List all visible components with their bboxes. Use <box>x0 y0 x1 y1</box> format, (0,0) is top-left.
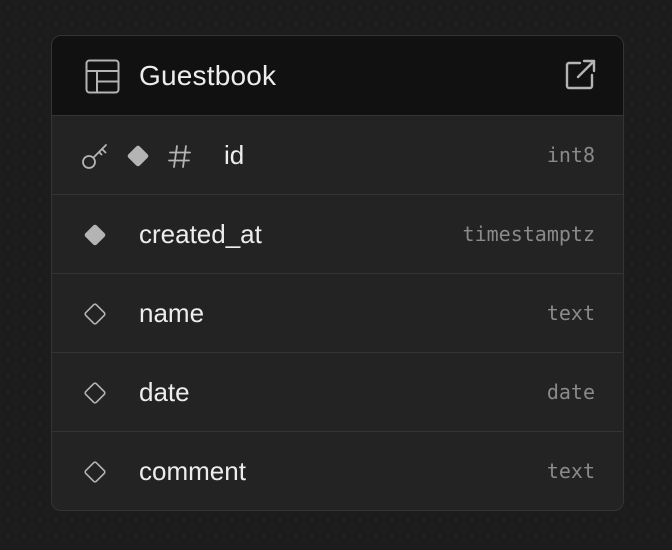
nullable-diamond-icon <box>84 382 106 404</box>
column-row-comment[interactable]: comment text <box>52 432 623 510</box>
table-header: Guestbook <box>52 36 623 116</box>
column-name: created_at <box>139 219 262 249</box>
column-name: comment <box>139 456 246 486</box>
column-type: timestamptz <box>462 222 595 246</box>
primary-key-icon <box>82 144 107 169</box>
column-name: date <box>139 377 190 407</box>
nullable-diamond-icon <box>84 303 106 325</box>
column-type: int8 <box>546 143 595 167</box>
non-nullable-diamond-icon <box>84 224 106 246</box>
column-type: date <box>546 380 595 404</box>
column-type: text <box>546 301 595 325</box>
column-row-id[interactable]: id int8 <box>52 116 623 195</box>
table-icon <box>85 59 120 94</box>
column-row-created-at[interactable]: created_at timestamptz <box>52 195 623 274</box>
nullable-diamond-icon <box>84 461 106 483</box>
non-nullable-diamond-icon <box>127 145 149 167</box>
column-row-name[interactable]: name text <box>52 274 623 353</box>
table-title: Guestbook <box>139 60 277 91</box>
identity-hash-icon <box>168 145 191 168</box>
table-node-card[interactable]: Guestbook id int8 created_a <box>51 35 624 511</box>
column-name: id <box>224 140 245 170</box>
column-row-date[interactable]: date date <box>52 353 623 432</box>
column-type: text <box>546 459 595 483</box>
column-name: name <box>139 298 205 328</box>
external-link-icon[interactable] <box>563 58 597 92</box>
